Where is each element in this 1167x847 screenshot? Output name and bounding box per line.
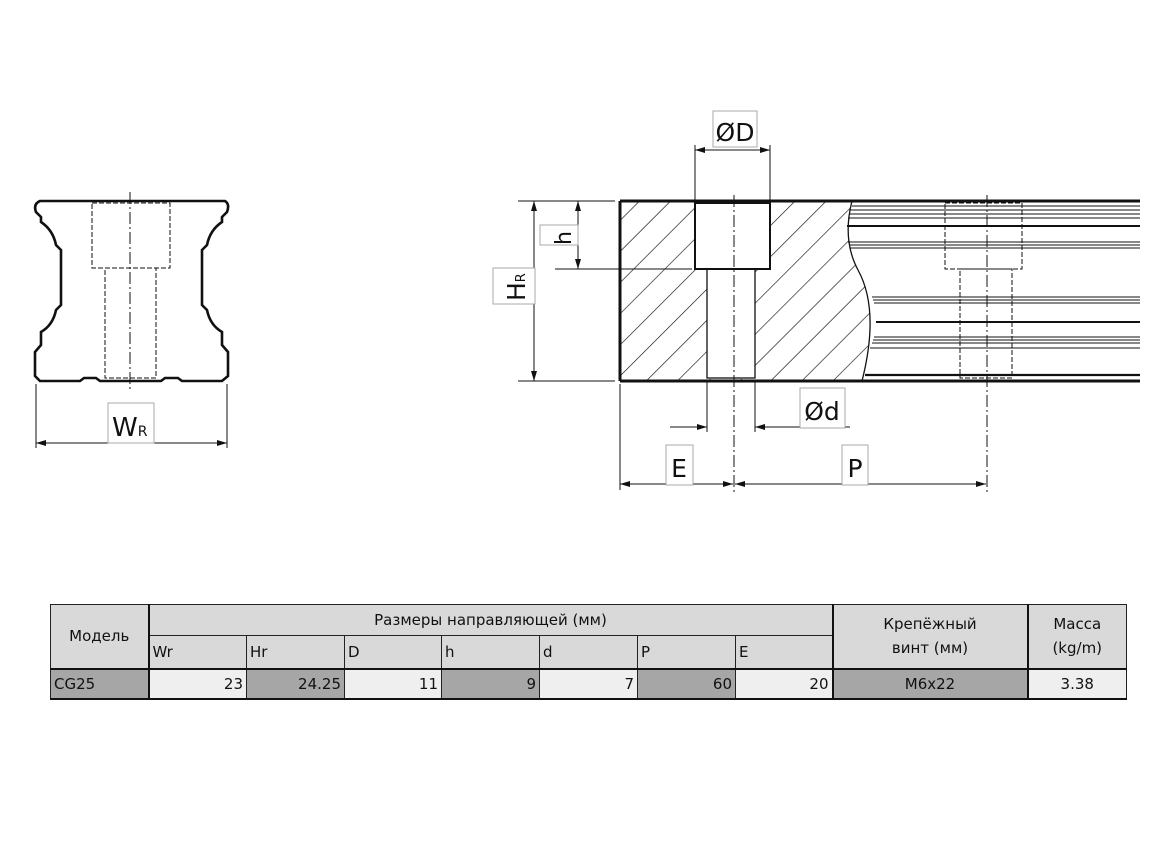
cell-mass: 3.38 <box>1026 668 1127 700</box>
header-d: d <box>539 635 638 670</box>
cell-D: 11 <box>344 668 442 700</box>
table-row: CG25 23 24.25 11 9 7 60 20 M6x22 3.38 <box>50 668 1127 700</box>
header-h: h <box>441 635 540 670</box>
cell-screw: M6x22 <box>831 668 1028 700</box>
cell-model: CG25 <box>50 668 149 700</box>
label-wr: W <box>112 413 138 443</box>
cell-wr: 23 <box>147 668 247 700</box>
header-model: Модель <box>50 604 149 669</box>
label-P: P <box>847 454 862 483</box>
label-d: Ød <box>804 397 840 426</box>
label-D: ØD <box>716 118 755 147</box>
rail-side-section: ØD HR h Ød E P <box>492 110 1140 492</box>
technical-drawing: WR <box>33 110 1140 492</box>
cell-P: 60 <box>637 668 736 700</box>
label-hr: H <box>502 282 531 301</box>
cell-h: 9 <box>441 668 540 700</box>
svg-text:HR: HR <box>502 273 531 301</box>
header-P: P <box>637 635 736 670</box>
header-hr: Hr <box>246 635 345 670</box>
cell-hr: 24.25 <box>246 668 345 700</box>
spec-table: Модель Размеры направляющей (мм) Крепёжн… <box>50 604 1127 700</box>
svg-text:WR: WR <box>112 413 148 443</box>
header-E: E <box>735 635 833 670</box>
rail-profile-outline <box>33 199 230 383</box>
label-h: h <box>552 231 577 245</box>
header-D: D <box>344 635 442 670</box>
counterbore-hidden <box>91 202 171 269</box>
rail-cross-section: WR <box>33 192 230 448</box>
label-E: E <box>671 454 687 483</box>
header-wr: Wr <box>147 635 247 670</box>
header-mass: Масса(kg/m) <box>1026 604 1127 669</box>
cell-d: 7 <box>539 668 638 700</box>
cell-E: 20 <box>735 668 833 700</box>
header-dimensions: Размеры направляющей (мм) <box>147 604 833 636</box>
